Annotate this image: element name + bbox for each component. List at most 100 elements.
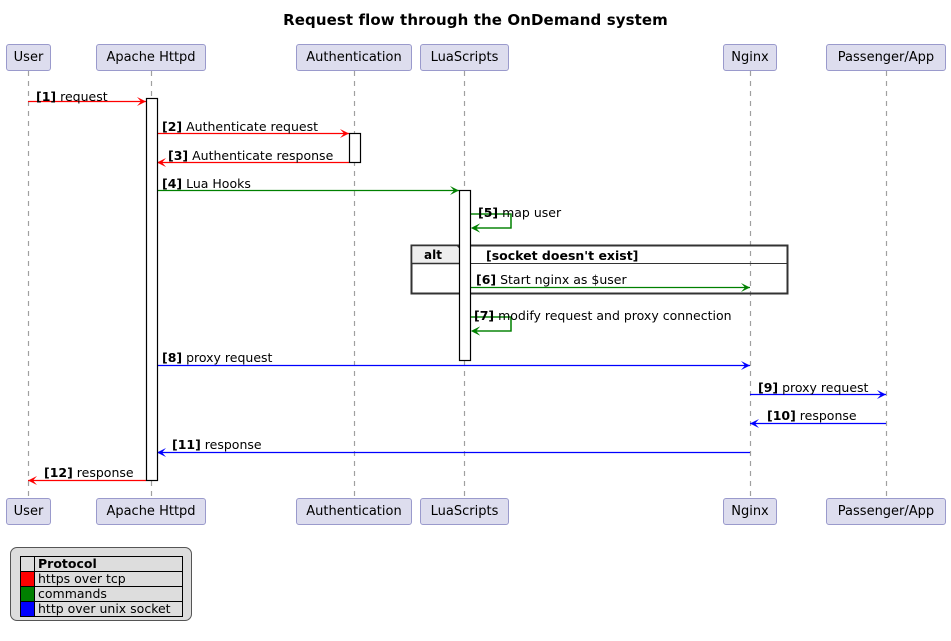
message-text: Authenticate response — [188, 148, 334, 163]
alt-condition-label: [socket doesn't exist] — [486, 248, 639, 263]
message-text: response — [795, 408, 857, 423]
message-label-12: [12] response — [44, 465, 134, 480]
participant-apache-httpd-top[interactable]: Apache Httpd — [96, 44, 206, 71]
legend-color-swatch — [20, 586, 35, 602]
message-6 — [470, 283, 750, 292]
message-label-3: [3] Authenticate response — [168, 148, 333, 163]
message-text: map user — [498, 205, 562, 220]
message-7-overlay-head — [471, 326, 480, 336]
message-label-11: [11] response — [172, 437, 262, 452]
participant-nginx-top[interactable]: Nginx — [723, 44, 777, 71]
participant-authentication-bottom[interactable]: Authentication — [296, 498, 412, 525]
message-2-head — [340, 129, 349, 138]
message-label-6: [6] Start nginx as $user — [476, 272, 627, 287]
alt-keyword-label: alt — [424, 248, 442, 262]
message-text: response — [72, 465, 134, 480]
legend-row-label: https over tcp — [34, 571, 183, 587]
participant-apache-httpd-bottom[interactable]: Apache Httpd — [96, 498, 206, 525]
participant-luascripts-top[interactable]: LuaScripts — [420, 44, 509, 71]
message-text: Lua Hooks — [182, 176, 251, 191]
message-3 — [157, 158, 349, 167]
participant-label: Passenger/App — [837, 504, 935, 519]
participant-label: Authentication — [306, 504, 402, 519]
message-11-head — [157, 448, 166, 457]
participant-label: Nginx — [731, 50, 769, 65]
participant-label: Nginx — [731, 504, 769, 519]
activation-bar-authentication — [348, 132, 362, 164]
message-5-overlay — [471, 213, 512, 233]
activation-bar-luascripts — [458, 189, 472, 362]
legend-row: http over unix socket — [20, 601, 183, 617]
message-label-2: [2] Authenticate request — [162, 119, 318, 134]
message-6-head — [741, 283, 750, 292]
message-11 — [157, 448, 750, 457]
message-7-overlay — [471, 316, 512, 336]
message-3-head — [157, 158, 166, 167]
message-sequence-number: [6] — [476, 272, 497, 287]
message-12 — [28, 476, 146, 485]
message-text: modify request and proxy connection — [494, 308, 732, 323]
message-sequence-number: [4] — [162, 176, 183, 191]
message-label-9: [9] proxy request — [758, 380, 868, 395]
message-label-7: [7] modify request and proxy connection — [474, 308, 732, 323]
message-text: proxy request — [182, 350, 273, 365]
participant-label: Apache Httpd — [106, 504, 196, 519]
message-text: request — [56, 89, 108, 104]
message-9 — [750, 390, 886, 399]
legend-header-row: Protocol — [20, 556, 183, 572]
message-9-head — [877, 390, 886, 399]
participant-luascripts-bottom[interactable]: LuaScripts — [420, 498, 509, 525]
participant-user-bottom[interactable]: User — [6, 498, 51, 525]
message-sequence-number: [10] — [767, 408, 796, 423]
message-sequence-number: [1] — [36, 89, 57, 104]
message-10 — [750, 419, 886, 428]
participant-user-top[interactable]: User — [6, 44, 51, 71]
message-text: Authenticate request — [182, 119, 318, 134]
message-5-overlay-head — [471, 223, 480, 233]
legend-header-label: Protocol — [34, 556, 183, 572]
participant-passenger-app-bottom[interactable]: Passenger/App — [826, 498, 946, 525]
message-label-10: [10] response — [767, 408, 857, 423]
message-sequence-number: [11] — [172, 437, 201, 452]
alt-fragment-frame — [410, 244, 789, 295]
message-2 — [157, 129, 349, 138]
message-1 — [28, 97, 146, 106]
participant-passenger-app-top[interactable]: Passenger/App — [826, 44, 946, 71]
message-text: Start nginx as $user — [496, 272, 627, 287]
participant-label: Apache Httpd — [106, 50, 196, 65]
message-4 — [157, 186, 459, 195]
message-sequence-number: [12] — [44, 465, 73, 480]
legend-color-swatch — [20, 571, 35, 587]
message-12-head — [28, 476, 37, 485]
message-label-5: [5] map user — [478, 205, 561, 220]
message-sequence-number: [8] — [162, 350, 183, 365]
legend-row: commands — [20, 586, 183, 602]
message-sequence-number: [3] — [168, 148, 189, 163]
participant-label: LuaScripts — [430, 504, 499, 519]
participant-label: LuaScripts — [430, 50, 499, 65]
message-sequence-number: [2] — [162, 119, 183, 134]
message-sequence-number: [9] — [758, 380, 779, 395]
legend-header-swatch — [20, 556, 35, 572]
participant-label: Authentication — [306, 50, 402, 65]
message-sequence-number: [5] — [478, 205, 499, 220]
message-4-head — [450, 186, 459, 195]
message-1-head — [137, 97, 146, 106]
message-sequence-number: [7] — [474, 308, 495, 323]
message-text: response — [200, 437, 262, 452]
participant-authentication-top[interactable]: Authentication — [296, 44, 412, 71]
participant-label: User — [13, 504, 44, 519]
message-label-4: [4] Lua Hooks — [162, 176, 251, 191]
participant-nginx-bottom[interactable]: Nginx — [723, 498, 777, 525]
activation-bar-apache-httpd — [145, 97, 159, 482]
legend-row: https over tcp — [20, 571, 183, 587]
diagram-title: Request flow through the OnDemand system — [283, 11, 668, 29]
participant-label: User — [13, 50, 44, 65]
legend-row-label: http over unix socket — [34, 601, 183, 617]
participant-label: Passenger/App — [837, 50, 935, 65]
message-8-head — [741, 361, 750, 370]
